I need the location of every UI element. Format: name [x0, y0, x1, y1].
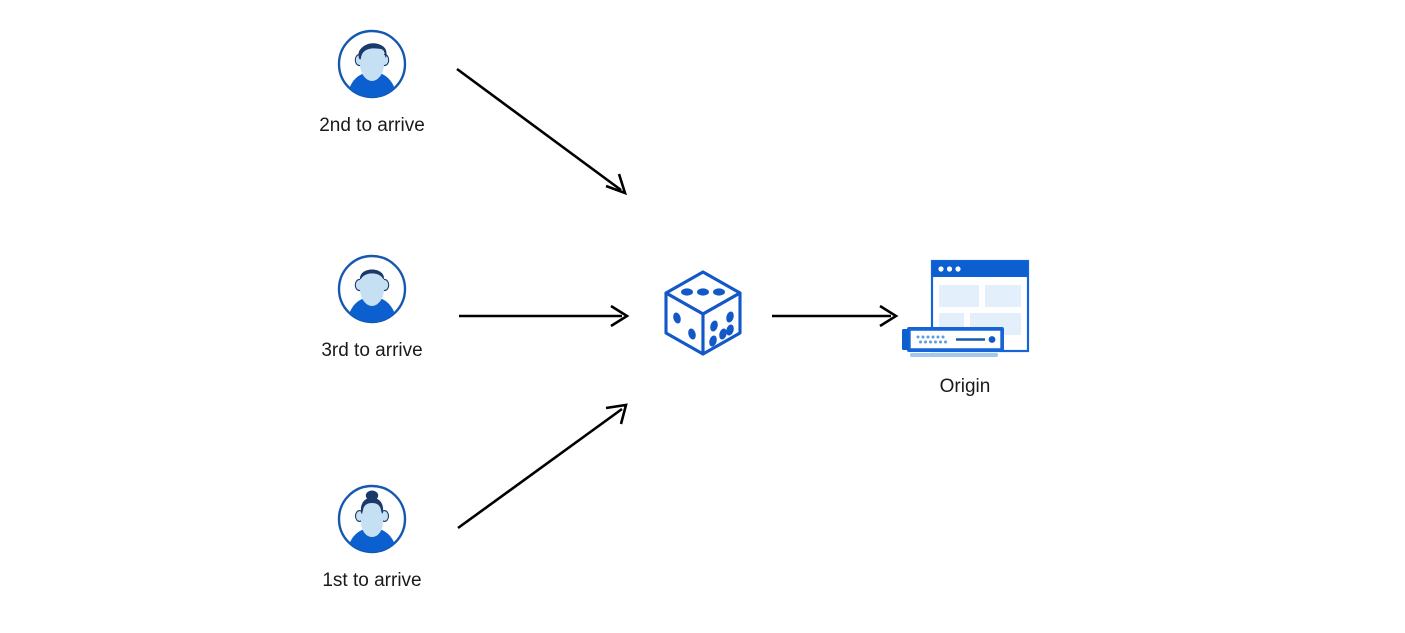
- node-label-client-2nd: 2nd to arrive: [319, 115, 425, 136]
- node-label-client-1st: 1st to arrive: [322, 570, 422, 591]
- user-avatar-male-icon: [336, 28, 408, 100]
- node-label-origin: Origin: [939, 376, 991, 397]
- node-label-client-3rd: 3rd to arrive: [321, 340, 423, 361]
- arrow-dice-to-origin: [772, 304, 899, 328]
- arrow-2nd-to-dice: [456, 67, 628, 196]
- node-client-3rd[interactable]: 3rd to arrive: [321, 253, 423, 361]
- dice-left-pips: [673, 312, 696, 340]
- node-origin[interactable]: Origin: [896, 258, 1036, 397]
- server-led-dots: [916, 335, 947, 344]
- user-avatar-female-icon: [336, 483, 408, 555]
- arrow-3rd-to-dice: [459, 304, 630, 328]
- user-avatar-male-short-hair-icon: [336, 253, 408, 325]
- node-client-1st[interactable]: 1st to arrive: [322, 483, 422, 591]
- dice-top-pips: [681, 288, 725, 296]
- node-randomizer[interactable]: [662, 268, 744, 358]
- origin-server-browser-icon: [896, 258, 1036, 363]
- dice-icon: [662, 268, 744, 358]
- arrow-1st-to-dice: [457, 403, 628, 530]
- node-client-2nd[interactable]: 2nd to arrive: [319, 28, 425, 136]
- dice-right-pips: [709, 311, 734, 347]
- server-appliance: [902, 327, 1004, 357]
